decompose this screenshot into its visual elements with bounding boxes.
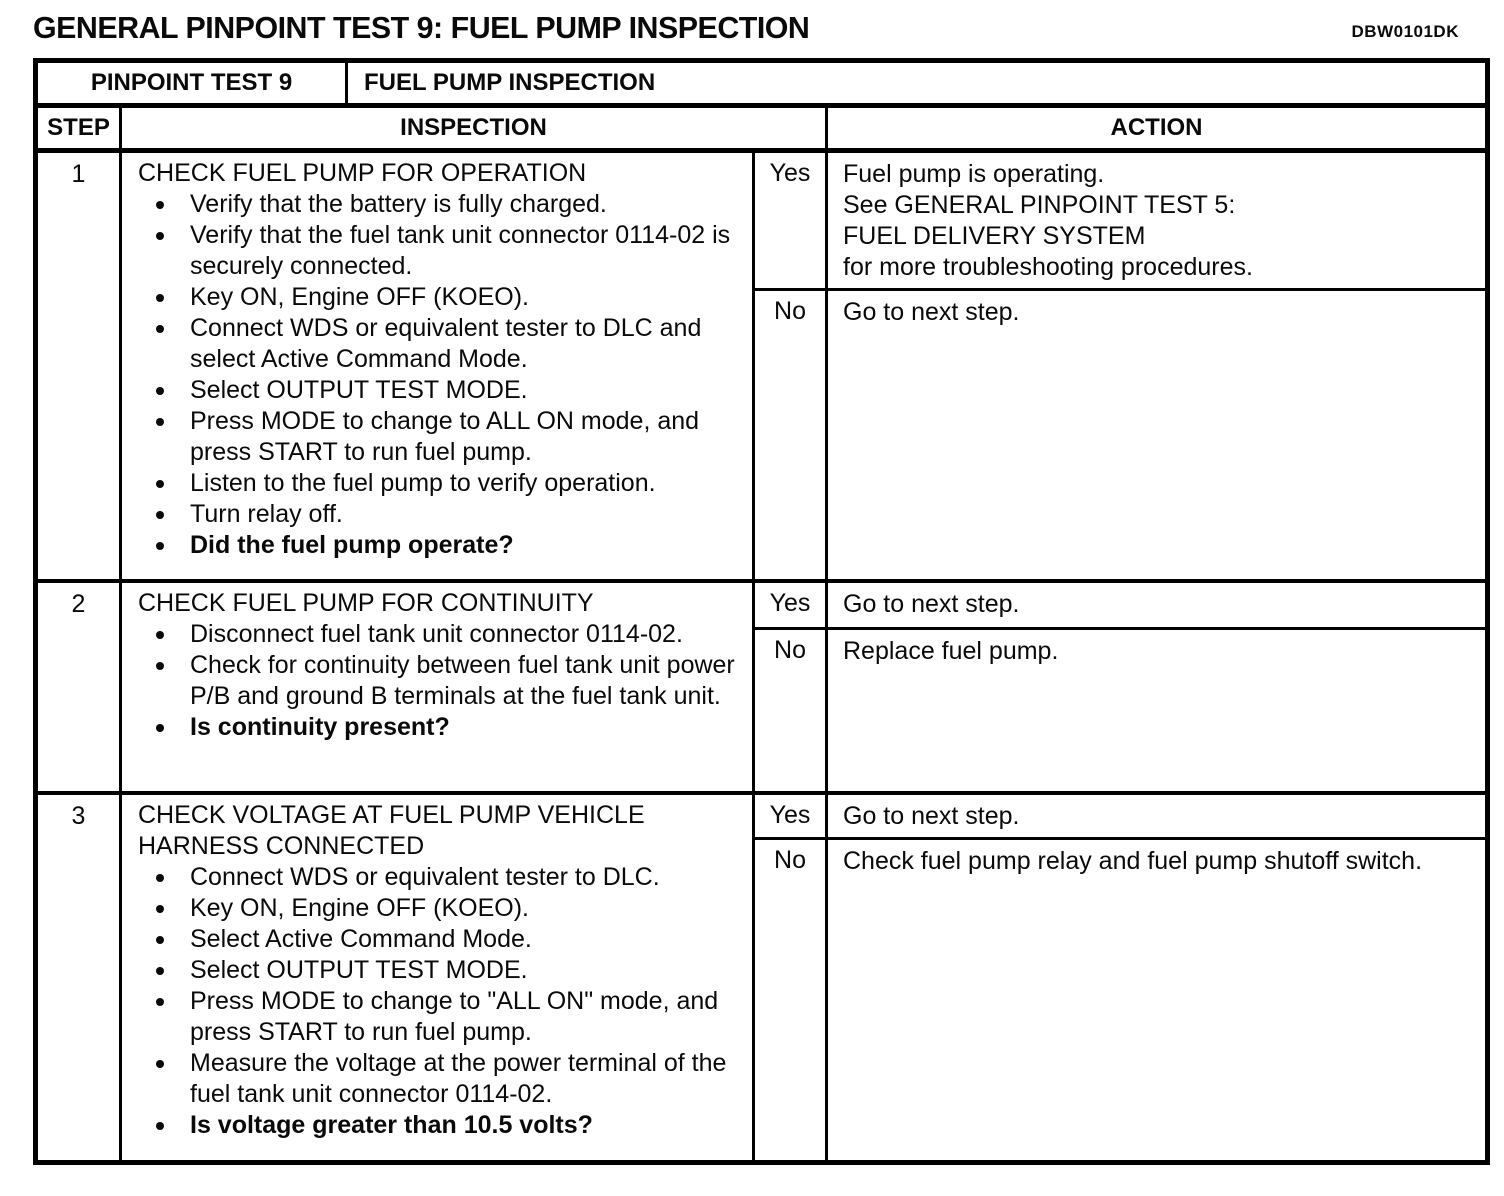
bullet-item: Connect WDS or equivalent tester to DLC. (138, 862, 742, 893)
inspection-title: CHECK FUEL PUMP FOR CONTINUITY (138, 589, 594, 617)
outcome-action-yes: Go to next step. (828, 795, 1485, 837)
outcomes-cell: Yes Fuel pump is operating. See GENERAL P… (755, 153, 1485, 579)
bullet-item: Measure the voltage at the power termina… (138, 1048, 742, 1110)
bullet-item: Select OUTPUT TEST MODE. (138, 375, 742, 406)
page-header: GENERAL PINPOINT TEST 9: FUEL PUMP INSPE… (33, 10, 1473, 50)
action-line: Fuel pump is operating. (843, 160, 1105, 188)
outcome-action-no: Check fuel pump relay and fuel pump shut… (828, 840, 1485, 1160)
step-number: 1 (38, 153, 122, 579)
outcome-action-no: Go to next step. (828, 291, 1485, 579)
column-header-step: STEP (38, 108, 122, 148)
pinpoint-test-table: PINPOINT TEST 9 FUEL PUMP INSPECTION STE… (33, 58, 1490, 1165)
outcome-label-yes: Yes (755, 795, 828, 837)
outcome-action-yes: Fuel pump is operating. See GENERAL PINPO… (828, 153, 1485, 288)
bullet-item: Verify that the battery is fully charged… (138, 189, 742, 220)
bullet-item: Select OUTPUT TEST MODE. (138, 955, 742, 986)
outcome-row-yes: Yes Go to next step. (755, 583, 1485, 630)
bullet-item: Verify that the fuel tank unit connector… (138, 220, 742, 282)
action-line: for more troubleshooting procedures. (843, 253, 1253, 281)
bullet-item: Select Active Command Mode. (138, 924, 742, 955)
test-name-cell: FUEL PUMP INSPECTION (364, 69, 656, 96)
action-line: Check fuel pump relay and fuel pump shut… (843, 847, 1423, 875)
test-label-cell: PINPOINT TEST 9 (38, 63, 348, 103)
bullet-item: Press MODE to change to "ALL ON" mode, a… (138, 986, 742, 1048)
action-line: Go to next step. (843, 298, 1020, 326)
outcome-label-no: No (755, 840, 828, 1160)
outcome-label-yes: Yes (755, 583, 828, 627)
table-row-step-1: 1 CHECK FUEL PUMP FOR OPERATION Verify t… (38, 153, 1485, 583)
action-line: Replace fuel pump. (843, 637, 1059, 665)
outcomes-cell: Yes Go to next step. No Check fuel pump … (755, 795, 1485, 1160)
page-title: GENERAL PINPOINT TEST 9: FUEL PUMP INSPE… (33, 10, 810, 45)
action-line: FUEL DELIVERY SYSTEM (843, 222, 1146, 250)
action-line: Go to next step. (843, 802, 1020, 830)
table-title-row: PINPOINT TEST 9 FUEL PUMP INSPECTION (38, 63, 1485, 108)
step-number: 2 (38, 583, 122, 791)
inspection-question: Did the fuel pump operate? (138, 530, 742, 561)
bullet-item: Connect WDS or equivalent tester to DLC … (138, 313, 742, 375)
outcome-row-yes: Yes Go to next step. (755, 795, 1485, 840)
outcome-label-yes: Yes (755, 153, 828, 288)
inspection-cell: CHECK FUEL PUMP FOR CONTINUITY Disconnec… (122, 583, 755, 791)
outcome-row-yes: Yes Fuel pump is operating. See GENERAL P… (755, 153, 1485, 291)
bullet-item: Key ON, Engine OFF (KOEO). (138, 282, 742, 313)
outcome-label-no: No (755, 630, 828, 791)
inspection-bullet-list: Connect WDS or equivalent tester to DLC.… (138, 862, 742, 1110)
inspection-question: Is continuity present? (138, 712, 742, 743)
outcome-label-no: No (755, 291, 828, 579)
bullet-item: Disconnect fuel tank unit connector 0114… (138, 619, 742, 650)
outcomes-cell: Yes Go to next step. No Replace fuel pum… (755, 583, 1485, 791)
inspection-title: CHECK FUEL PUMP FOR OPERATION (138, 159, 587, 187)
bullet-item: Turn relay off. (138, 499, 742, 530)
outcome-action-yes: Go to next step. (828, 583, 1485, 627)
bullet-item: Press MODE to change to ALL ON mode, and… (138, 406, 742, 468)
doc-code: DBW0101DK (1351, 22, 1459, 41)
outcome-action-no: Replace fuel pump. (828, 630, 1485, 791)
inspection-cell: CHECK FUEL PUMP FOR OPERATION Verify tha… (122, 153, 755, 579)
bullet-item: Listen to the fuel pump to verify operat… (138, 468, 742, 499)
action-line: Go to next step. (843, 590, 1020, 618)
column-header-row: STEP INSPECTION ACTION (38, 108, 1485, 153)
step-number: 3 (38, 795, 122, 1160)
inspection-title: CHECK VOLTAGE AT FUEL PUMP VEHICLE HARNE… (138, 801, 645, 860)
bullet-item: Key ON, Engine OFF (KOEO). (138, 893, 742, 924)
inspection-bullet-list: Disconnect fuel tank unit connector 0114… (138, 619, 742, 712)
table-row-step-2: 2 CHECK FUEL PUMP FOR CONTINUITY Disconn… (38, 583, 1485, 795)
table-row-step-3: 3 CHECK VOLTAGE AT FUEL PUMP VEHICLE HAR… (38, 795, 1485, 1160)
outcome-row-no: No Go to next step. (755, 291, 1485, 579)
outcome-row-no: No Replace fuel pump. (755, 630, 1485, 791)
inspection-bullet-list: Verify that the battery is fully charged… (138, 189, 742, 530)
column-header-action: ACTION (1110, 114, 1203, 141)
bullet-item: Check for continuity between fuel tank u… (138, 650, 742, 712)
action-line: See GENERAL PINPOINT TEST 5: (843, 191, 1236, 219)
inspection-question: Is voltage greater than 10.5 volts? (138, 1110, 742, 1141)
outcome-row-no: No Check fuel pump relay and fuel pump s… (755, 840, 1485, 1160)
column-header-inspection: INSPECTION (122, 108, 828, 148)
inspection-cell: CHECK VOLTAGE AT FUEL PUMP VEHICLE HARNE… (122, 795, 755, 1160)
